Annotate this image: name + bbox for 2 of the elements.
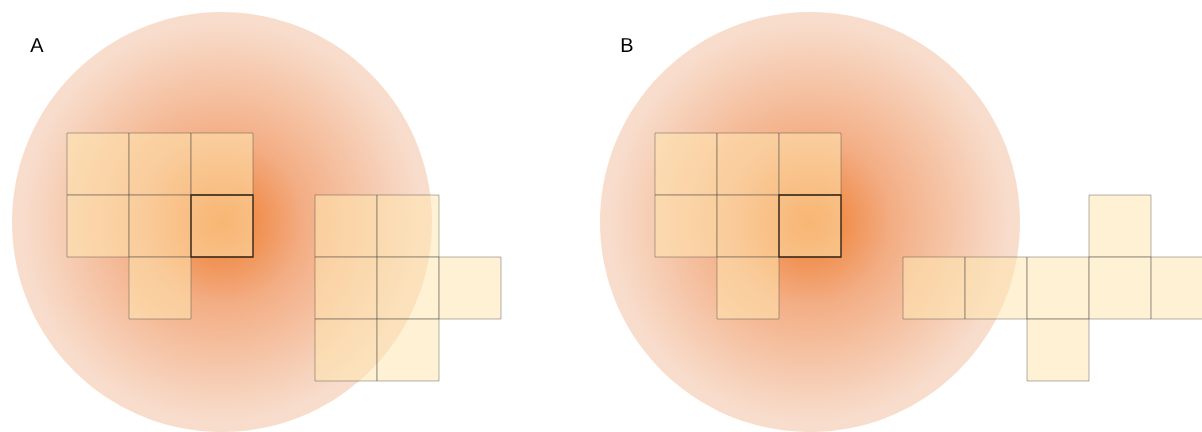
panel-label: A [30, 38, 44, 52]
panel-label: B [621, 38, 633, 52]
